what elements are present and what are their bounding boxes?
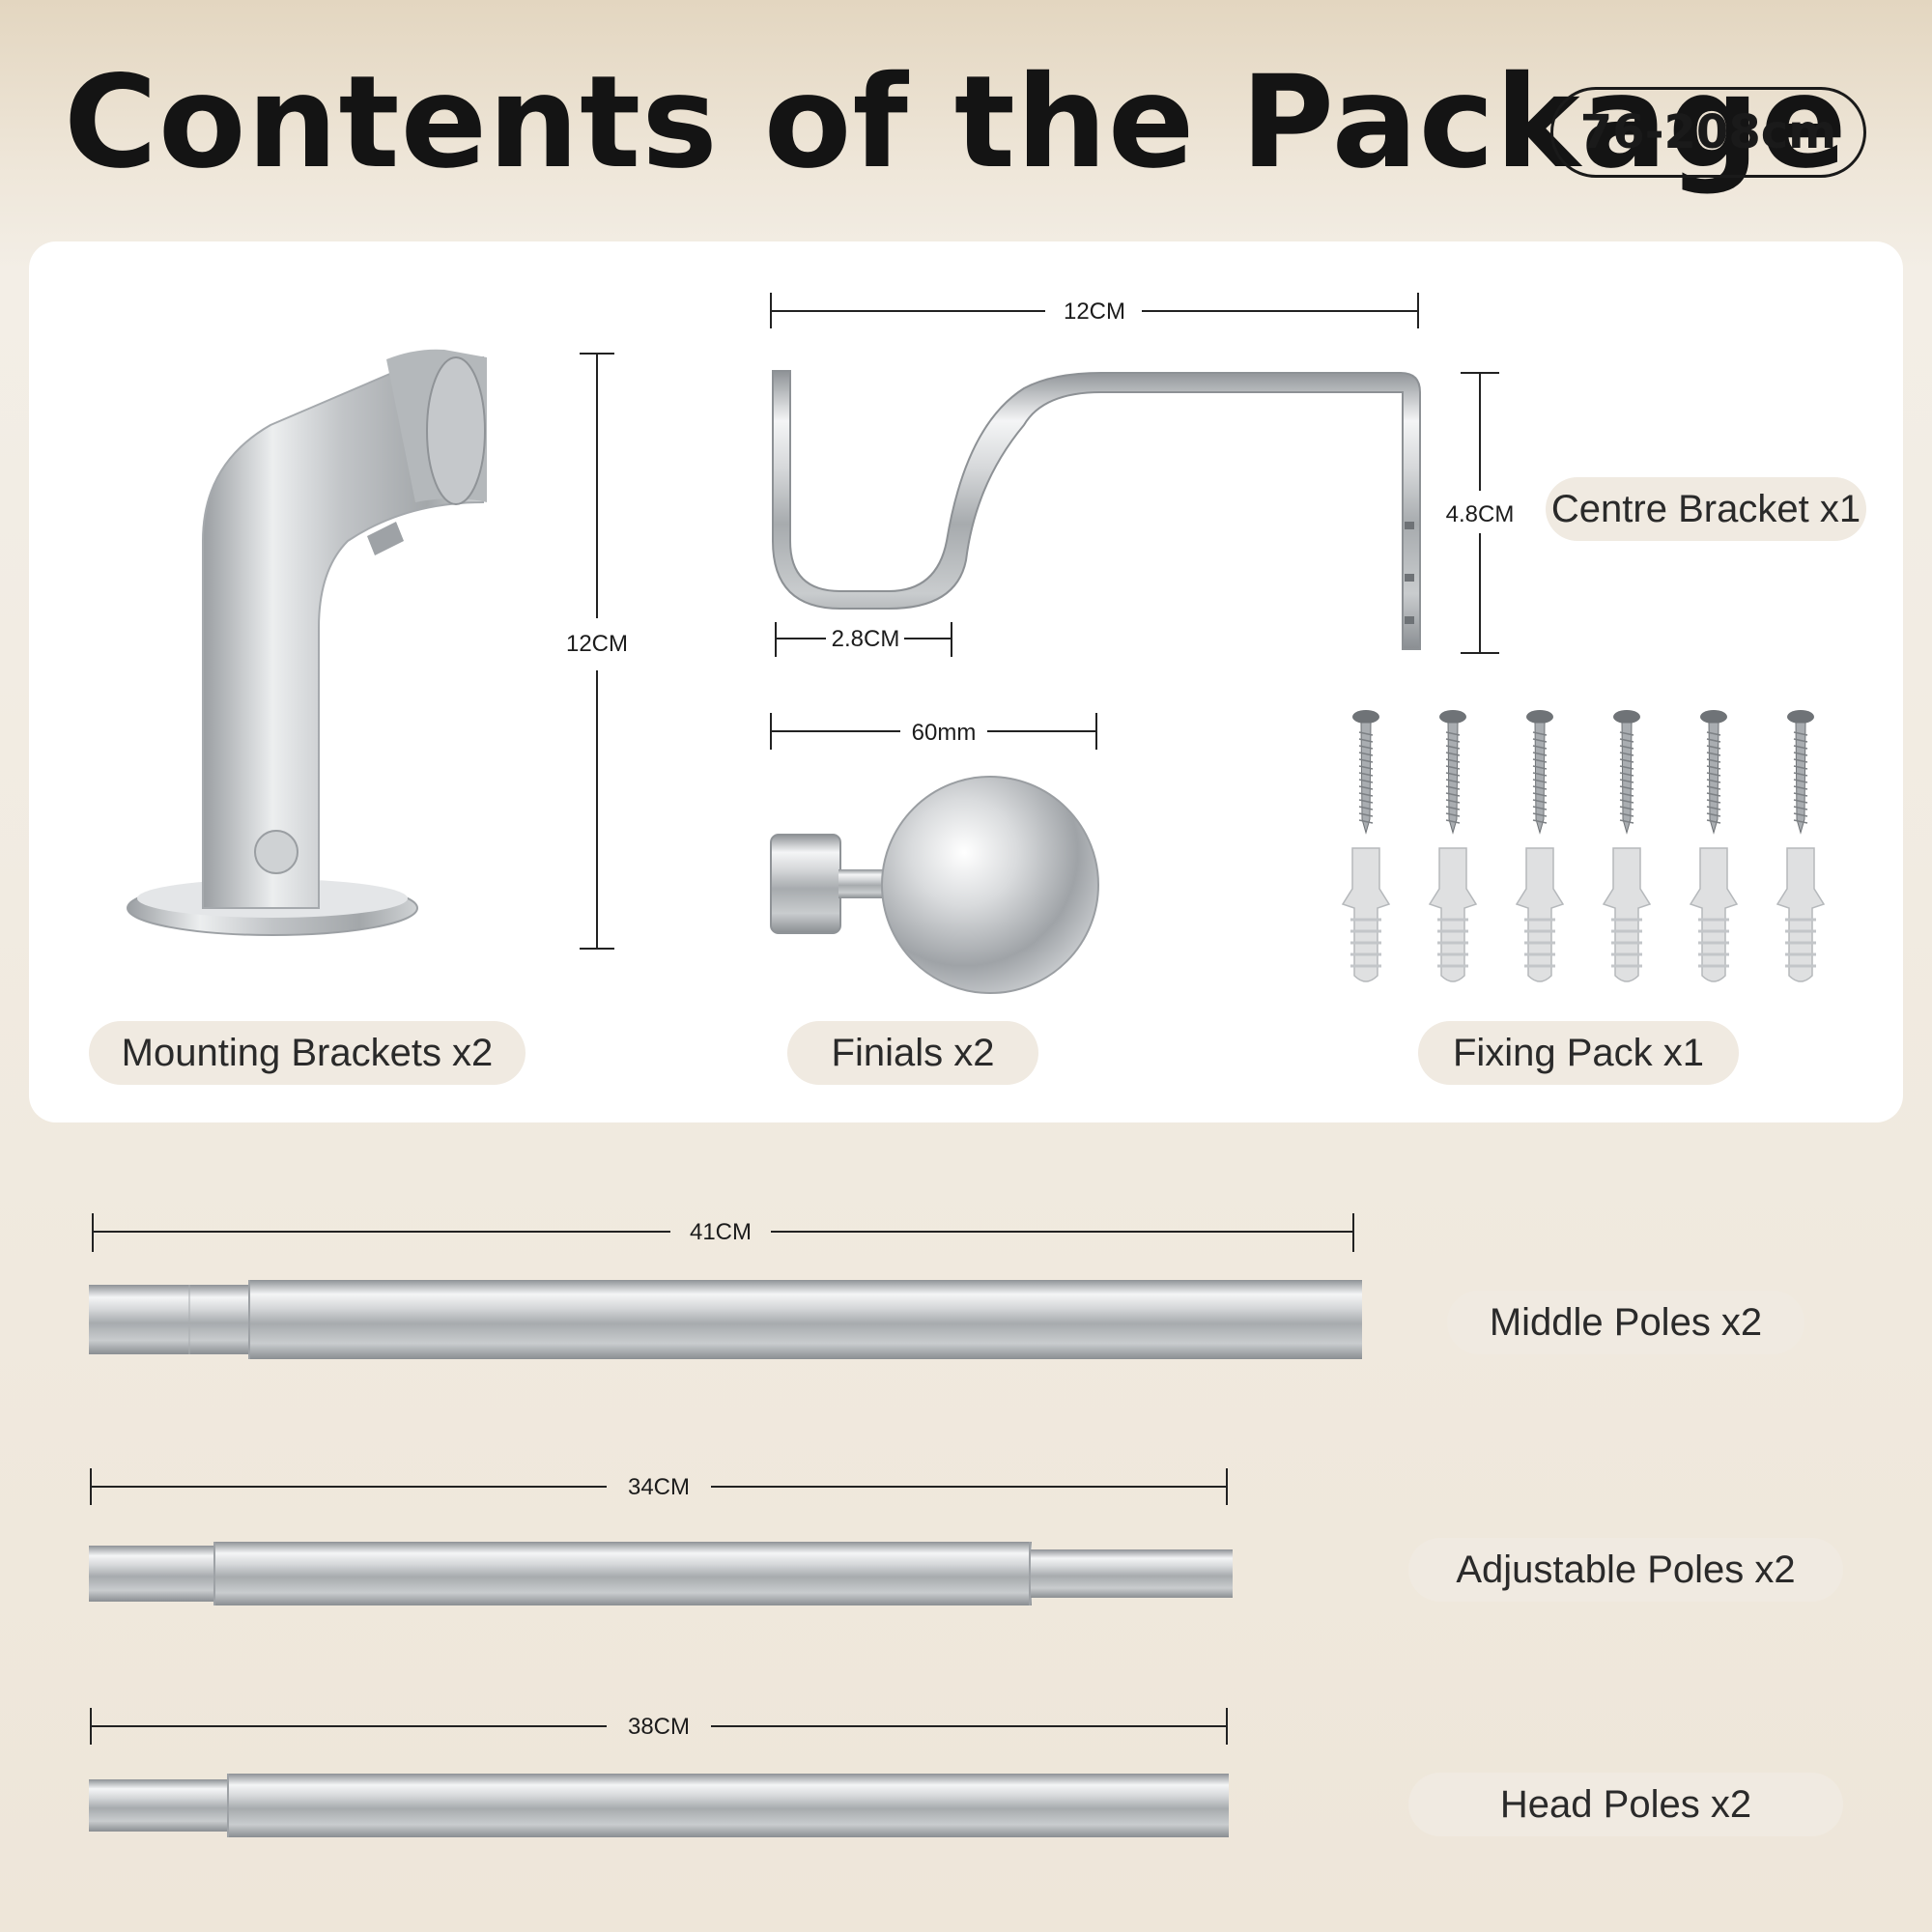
- centre-bracket-width-dimension: 12CM: [770, 293, 1419, 328]
- wall-plug-icon: [1341, 847, 1391, 982]
- screw-icon: [1700, 710, 1727, 835]
- mounting-bracket-height-text: 12CM: [566, 631, 628, 657]
- centre-bracket-label: Centre Bracket x1: [1546, 477, 1866, 541]
- mounting-brackets-label: Mounting Brackets x2: [89, 1021, 526, 1085]
- adjustable-pole-length-dimension: 34CM: [90, 1468, 1228, 1505]
- length-range-badge: 76-208cm: [1550, 87, 1866, 178]
- centre-bracket-hook-text: 2.8CM: [832, 626, 900, 652]
- adjustable-poles-label: Adjustable Poles x2: [1408, 1538, 1843, 1602]
- centre-bracket-hook-dimension: 2.8CM: [775, 622, 952, 657]
- mounting-bracket-image: [127, 349, 487, 936]
- middle-poles-label: Middle Poles x2: [1447, 1291, 1804, 1354]
- centre-bracket-image: [772, 370, 1421, 650]
- screw-icon: [1526, 710, 1553, 835]
- mounting-bracket-height-dimension: 12CM: [566, 353, 628, 950]
- middle-pole-length-text: 41CM: [690, 1219, 752, 1245]
- middle-pole-length-dimension: 41CM: [92, 1213, 1354, 1252]
- head-poles-label: Head Poles x2: [1408, 1773, 1843, 1836]
- page-title: Contents of the Package: [64, 48, 1848, 197]
- screw-icon: [1787, 710, 1814, 835]
- wall-plug-icon: [1776, 847, 1826, 982]
- finials-label: Finials x2: [787, 1021, 1038, 1085]
- fixing-pack-image: [1341, 710, 1826, 982]
- wall-plug-icon: [1428, 847, 1478, 982]
- finial-width-text: 60mm: [912, 720, 977, 746]
- middle-pole-image: [89, 1280, 1362, 1359]
- screw-icon: [1439, 710, 1466, 835]
- wall-plug-icon: [1689, 847, 1739, 982]
- fixing-pack-label: Fixing Pack x1: [1418, 1021, 1739, 1085]
- adjustable-pole-image: [89, 1542, 1233, 1605]
- wall-plug-icon: [1515, 847, 1565, 982]
- adjustable-pole-length-text: 34CM: [628, 1474, 690, 1500]
- head-pole-length-text: 38CM: [628, 1714, 690, 1740]
- centre-bracket-height-text: 4.8CM: [1446, 501, 1515, 527]
- wall-plug-icon: [1602, 847, 1652, 982]
- finial-image: [770, 776, 1099, 994]
- screw-icon: [1613, 710, 1640, 835]
- head-pole-length-dimension: 38CM: [90, 1708, 1228, 1745]
- centre-bracket-width-text: 12CM: [1064, 298, 1125, 325]
- centre-bracket-height-dimension: 4.8CM: [1446, 372, 1515, 654]
- finial-width-dimension: 60mm: [770, 713, 1097, 750]
- screw-icon: [1352, 710, 1379, 835]
- head-pole-image: [89, 1774, 1229, 1837]
